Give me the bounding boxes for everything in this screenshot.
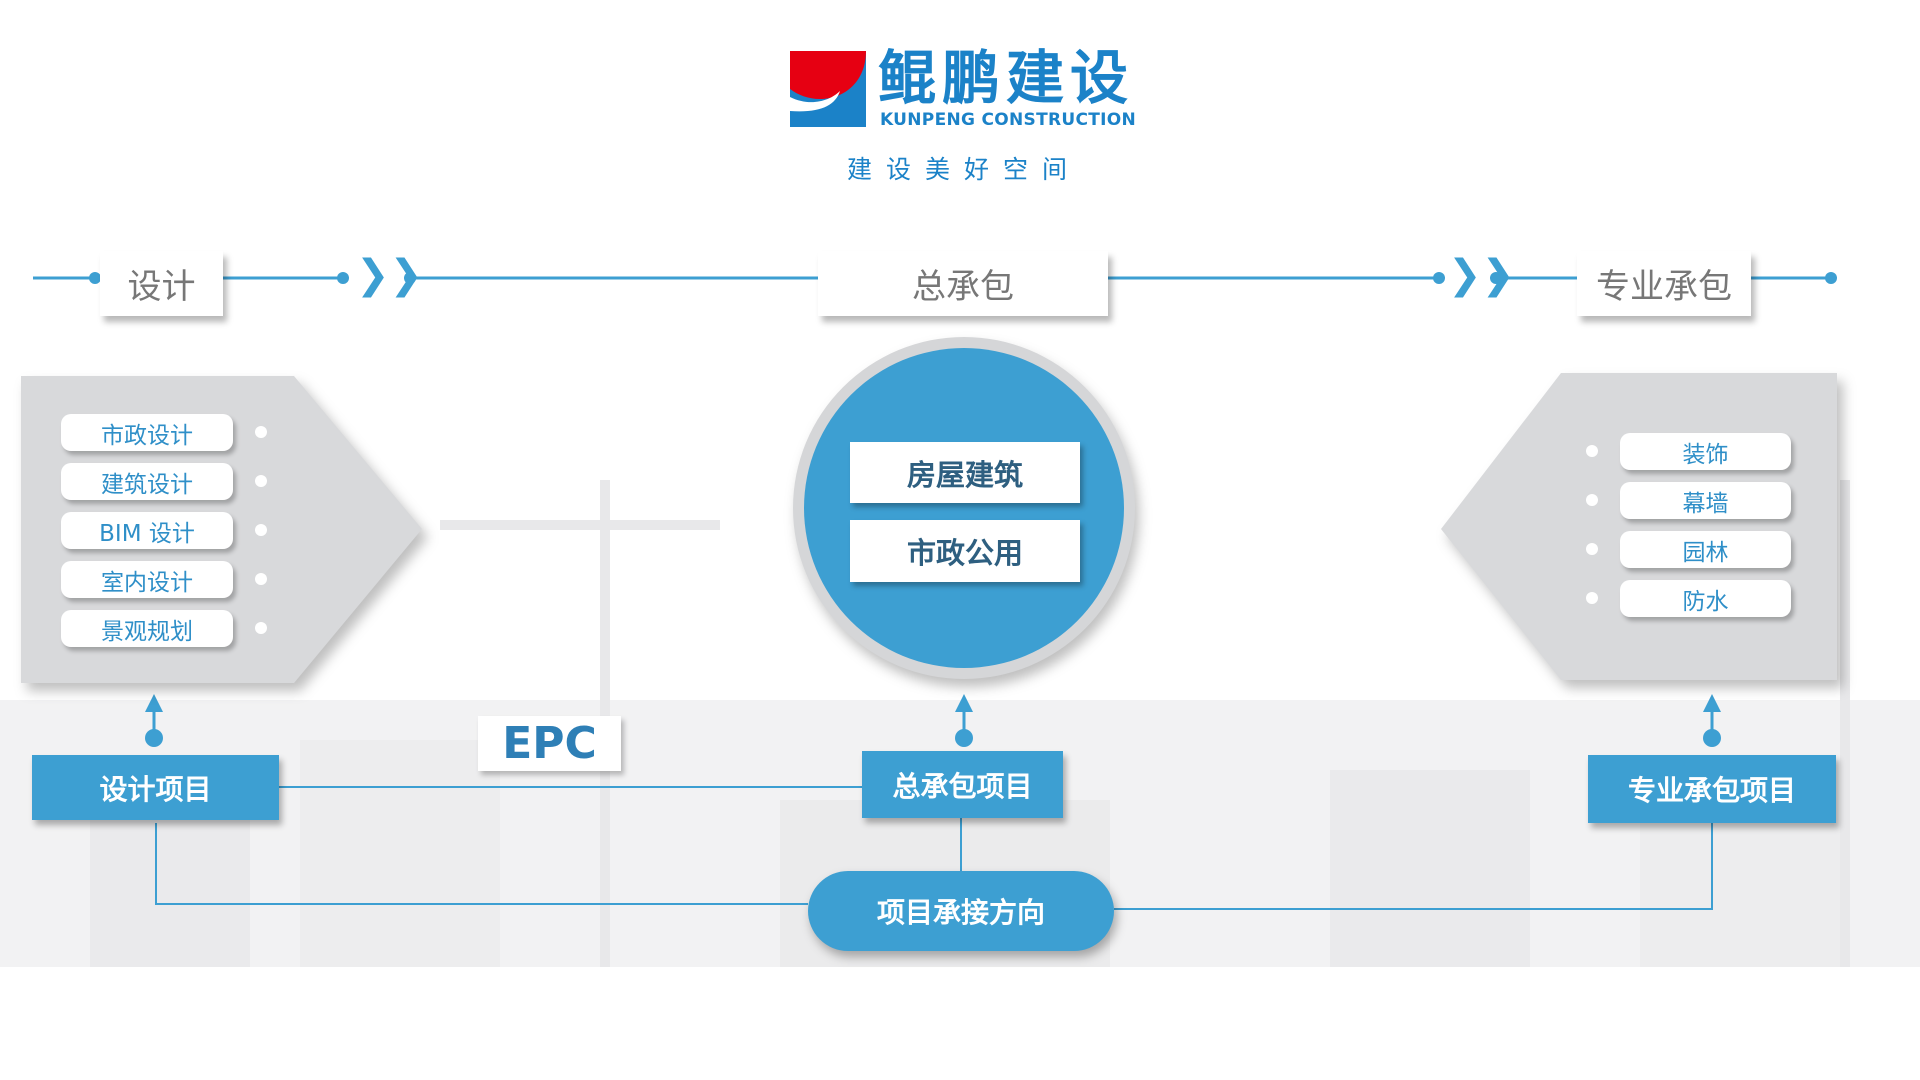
design-item: 景观规划 xyxy=(61,610,233,647)
stage-specialty: 专业承包 xyxy=(1577,251,1751,316)
logo-name-cn: 鲲鹏建设 xyxy=(878,44,1135,112)
chevron-right-icon: ❯❯ xyxy=(356,252,424,298)
specialty-panel xyxy=(1441,373,1837,680)
general-item: 市政公用 xyxy=(850,520,1080,582)
specialty-project-box: 专业承包项目 xyxy=(1588,755,1836,823)
specialty-item: 园林 xyxy=(1620,531,1791,568)
specialty-item: 防水 xyxy=(1620,580,1791,617)
kunpeng-logo-icon xyxy=(790,51,866,127)
bullet-dot xyxy=(1586,494,1598,506)
specialty-item: 装饰 xyxy=(1620,433,1791,470)
specialty-item: 幕墙 xyxy=(1620,482,1791,519)
design-item: 室内设计 xyxy=(61,561,233,598)
general-item: 房屋建筑 xyxy=(850,442,1080,503)
bullet-dot xyxy=(255,573,267,585)
project-direction-pill: 项目承接方向 xyxy=(876,896,1045,929)
chevron-right-icon: ❯❯ xyxy=(1448,252,1516,298)
design-item: BIM 设计 xyxy=(61,512,233,549)
bullet-dot xyxy=(255,622,267,634)
tagline: 建设美好空间 xyxy=(846,155,1081,184)
bullet-dot xyxy=(255,426,267,438)
stage-design: 设计 xyxy=(100,251,223,316)
bullet-dot xyxy=(1586,445,1598,457)
design-item: 市政设计 xyxy=(61,414,233,451)
epc-label: EPC xyxy=(478,716,621,771)
bullet-dot xyxy=(255,524,267,536)
logo-name-en: KUNPENG CONSTRUCTION xyxy=(880,110,1137,130)
bullet-dot xyxy=(255,475,267,487)
bullet-dot xyxy=(1586,543,1598,555)
bullet-dot xyxy=(1586,592,1598,604)
general-project-box: 总承包项目 xyxy=(862,751,1063,818)
design-project-box: 设计项目 xyxy=(32,755,279,820)
stage-general: 总承包 xyxy=(818,251,1108,316)
general-circle xyxy=(804,348,1124,668)
design-item: 建筑设计 xyxy=(61,463,233,500)
